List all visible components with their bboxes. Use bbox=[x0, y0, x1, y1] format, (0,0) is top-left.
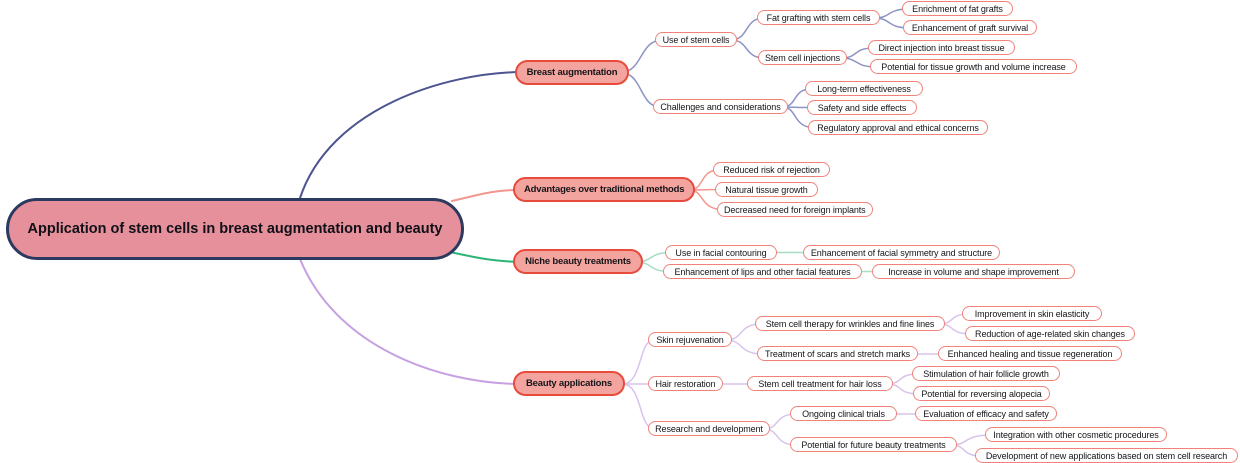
node-new-applications-research[interactable]: Development of new applications based on… bbox=[975, 448, 1238, 463]
node-efficacy-safety-evaluation[interactable]: Evaluation of efficacy and safety bbox=[915, 406, 1057, 421]
node-graft-survival[interactable]: Enhancement of graft survival bbox=[903, 20, 1037, 35]
node-stem-cell-injections[interactable]: Stem cell injections bbox=[758, 50, 848, 65]
node-hair-restoration[interactable]: Hair restoration bbox=[648, 376, 723, 391]
node-lips-facial-features[interactable]: Enhancement of lips and other facial fea… bbox=[663, 264, 862, 279]
node-root-title[interactable]: Application of stem cells in breast augm… bbox=[6, 198, 464, 260]
node-reversing-alopecia[interactable]: Potential for reversing alopecia bbox=[913, 386, 1050, 401]
node-decreased-foreign-implants[interactable]: Decreased need for foreign implants bbox=[717, 202, 873, 217]
link-root-niche bbox=[449, 251, 520, 263]
node-regulatory-ethical[interactable]: Regulatory approval and ethical concerns bbox=[808, 120, 988, 135]
node-reduced-risk-rejection[interactable]: Reduced risk of rejection bbox=[713, 162, 830, 177]
node-volume-shape-improvement[interactable]: Increase in volume and shape improvement bbox=[872, 264, 1075, 279]
node-fat-grafting[interactable]: Fat grafting with stem cells bbox=[757, 10, 880, 25]
node-tissue-growth-volume[interactable]: Potential for tissue growth and volume i… bbox=[870, 59, 1077, 74]
link-root-beauty bbox=[299, 258, 520, 385]
node-breast-augmentation[interactable]: Breast augmentation bbox=[515, 60, 629, 85]
node-hair-loss-treatment[interactable]: Stem cell treatment for hair loss bbox=[747, 376, 893, 391]
node-skin-rejuvenation[interactable]: Skin rejuvenation bbox=[648, 332, 732, 347]
node-facial-contouring[interactable]: Use in facial contouring bbox=[665, 245, 777, 260]
node-follicle-growth[interactable]: Stimulation of hair follicle growth bbox=[912, 366, 1060, 381]
node-age-related-changes[interactable]: Reduction of age-related skin changes bbox=[965, 326, 1135, 341]
node-advantages-traditional[interactable]: Advantages over traditional methods bbox=[513, 177, 696, 202]
node-wrinkle-therapy[interactable]: Stem cell therapy for wrinkles and fine … bbox=[755, 316, 945, 331]
node-facial-symmetry[interactable]: Enhancement of facial symmetry and struc… bbox=[803, 245, 1000, 260]
node-challenges-considerations[interactable]: Challenges and considerations bbox=[653, 99, 788, 114]
node-safety-side-effects[interactable]: Safety and side effects bbox=[807, 100, 917, 115]
node-direct-injection[interactable]: Direct injection into breast tissue bbox=[868, 40, 1015, 55]
node-clinical-trials[interactable]: Ongoing clinical trials bbox=[790, 406, 897, 421]
link-root-breast-augmentation bbox=[299, 71, 522, 199]
node-scars-stretch-marks[interactable]: Treatment of scars and stretch marks bbox=[757, 346, 918, 361]
node-research-development[interactable]: Research and development bbox=[648, 421, 770, 436]
node-skin-elasticity[interactable]: Improvement in skin elasticity bbox=[962, 306, 1102, 321]
link-beauty-research bbox=[621, 383, 655, 430]
node-long-term-effectiveness[interactable]: Long-term effectiveness bbox=[805, 81, 923, 96]
node-niche-beauty-treatments[interactable]: Niche beauty treatments bbox=[513, 249, 643, 274]
node-natural-tissue-growth[interactable]: Natural tissue growth bbox=[715, 182, 818, 197]
node-use-of-stem-cells[interactable]: Use of stem cells bbox=[655, 32, 737, 47]
node-healing-regeneration[interactable]: Enhanced healing and tissue regeneration bbox=[938, 346, 1122, 361]
link-root-advantages bbox=[451, 189, 520, 202]
node-integration-cosmetic-procedures[interactable]: Integration with other cosmetic procedur… bbox=[985, 427, 1167, 442]
node-beauty-applications[interactable]: Beauty applications bbox=[513, 371, 625, 396]
node-enrichment-fat-grafts[interactable]: Enrichment of fat grafts bbox=[902, 1, 1013, 16]
node-future-beauty-treatments[interactable]: Potential for future beauty treatments bbox=[790, 437, 957, 452]
